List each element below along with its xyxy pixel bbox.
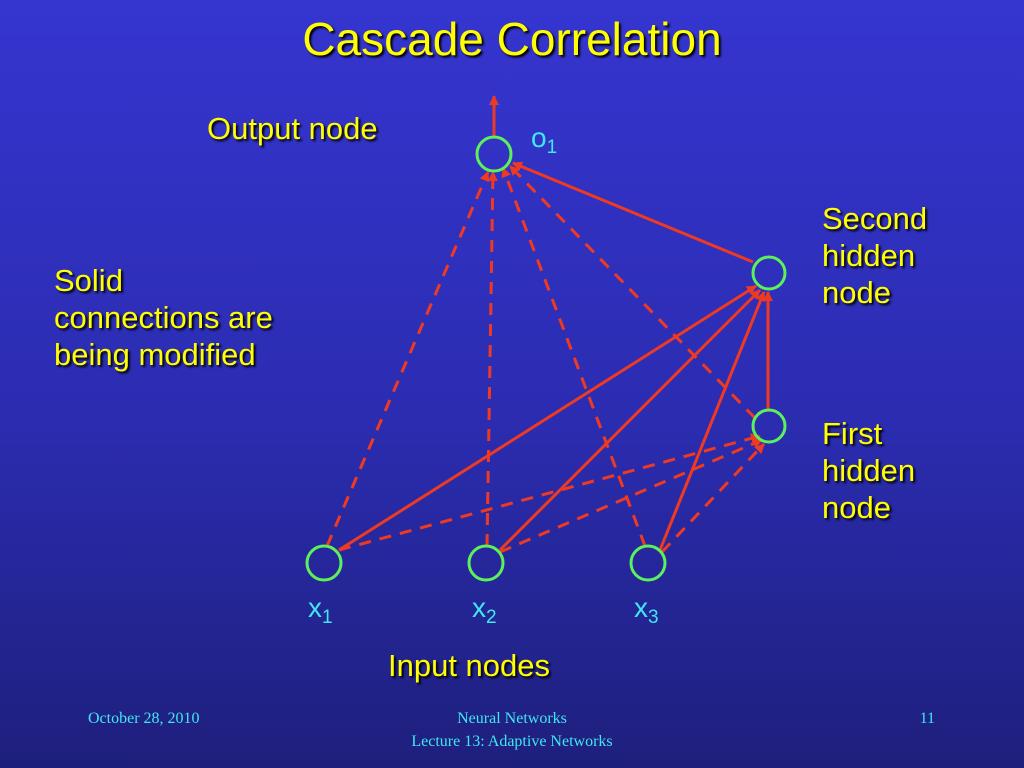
variable-x3-base: x: [634, 592, 648, 623]
solid-x2-to-second-hidden: [498, 288, 762, 552]
variable-x1-base: x: [308, 592, 322, 623]
second-label-line-2: hidden: [822, 238, 916, 273]
solid-note-line-1: Solid: [54, 263, 123, 298]
solid-x3-to-second-hidden: [658, 291, 766, 551]
solid-note-line-2: connections are: [54, 300, 273, 335]
footer-date: October 28, 2010: [88, 710, 200, 727]
variable-x2-subscript: 2: [486, 607, 497, 628]
output-node: [475, 135, 513, 173]
variable-x2: x2: [472, 592, 497, 629]
second-hidden-node-label: Second hidden node: [822, 200, 927, 311]
input-node-x3: [629, 544, 667, 582]
first-label-line-2: hidden: [822, 453, 916, 488]
variable-x1: x1: [308, 592, 333, 629]
solid-x1-to-second-hidden: [338, 284, 757, 552]
dashed-x3-to-first-hidden: [660, 442, 766, 554]
second-hidden-node: [751, 255, 787, 291]
variable-o1-base: o: [531, 122, 547, 153]
slide-title: Cascade Correlation: [302, 13, 722, 65]
second-label-line-3: node: [822, 275, 891, 310]
variable-o1-subscript: 1: [546, 137, 558, 158]
dashed-x2-to-first-hidden: [499, 438, 763, 554]
dashed-first-hidden-to-output: [508, 164, 757, 420]
footer-course-info: Neural Networks Lecture 13: Adaptive Net…: [312, 707, 712, 753]
output-node-label: Output node: [207, 111, 378, 146]
dashed-x3-to-output: [501, 167, 647, 547]
second-label-line-1: Second: [822, 201, 928, 236]
solid-connections-note: Solid connections are being modified: [54, 262, 334, 373]
page-number: 11: [919, 710, 935, 727]
first-label-line-3: node: [822, 490, 891, 525]
variable-x3-subscript: 3: [648, 607, 659, 628]
dashed-x1-to-first-hidden: [338, 433, 761, 552]
solid-second-hidden-to-output: [512, 161, 754, 264]
dashed-x1-to-output: [325, 171, 490, 547]
footer-course: Neural Networks: [457, 710, 567, 727]
footer-lecture: Lecture 13: Adaptive Networks: [411, 733, 613, 750]
first-hidden-node-label: First hidden node: [822, 415, 915, 526]
variable-x3: x3: [634, 592, 659, 629]
variable-o1: o1: [531, 122, 557, 159]
variable-x1-subscript: 1: [322, 607, 333, 628]
input-nodes-label: Input nodes: [388, 648, 551, 683]
dashed-x2-to-output: [485, 171, 498, 547]
variable-x2-base: x: [472, 592, 486, 623]
input-node-x2: [467, 544, 505, 582]
solid-note-line-3: being modified: [54, 337, 256, 372]
first-label-line-1: First: [822, 416, 883, 451]
first-hidden-node: [751, 408, 787, 444]
input-node-x1: [305, 544, 343, 582]
